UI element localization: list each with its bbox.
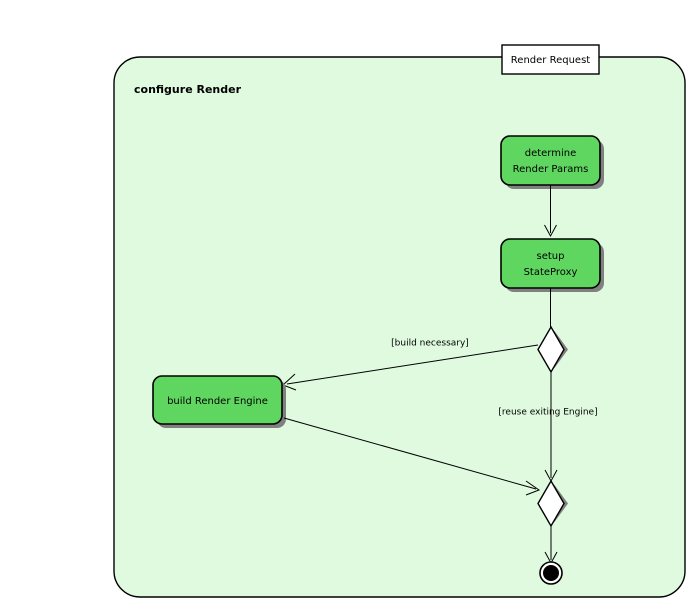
activity-frame	[113, 56, 686, 598]
guard-build-necessary-label: [build necessary]	[391, 339, 469, 349]
setup-state-proxy-label-line1: setup	[537, 251, 565, 262]
edge-determine-to-setup-arrowhead	[544, 224, 557, 238]
determine-render-params-label-line2: Render Params	[513, 164, 589, 175]
determine-render-params-node[interactable]	[500, 135, 601, 186]
frame-title: configure Render	[134, 83, 242, 96]
final-node[interactable]	[543, 565, 559, 581]
edge-decision-to-build-engine	[286, 344, 539, 385]
edge-build-engine-to-merge	[283, 417, 537, 490]
setup-state-proxy-node[interactable]	[500, 238, 601, 289]
build-render-engine-label: build Render Engine	[167, 396, 268, 407]
render-request-pin	[501, 44, 600, 75]
render-request-pin-label: Render Request	[511, 55, 590, 66]
guard-reuse-exiting-engine-label: [reuse exiting Engine]	[498, 408, 597, 418]
determine-render-params-label-line1: determine	[525, 148, 577, 159]
edge-build-engine-to-merge-arrowhead	[525, 480, 541, 496]
build-render-engine-node[interactable]	[152, 375, 283, 425]
setup-state-proxy-label-line2: StateProxy	[524, 267, 578, 278]
